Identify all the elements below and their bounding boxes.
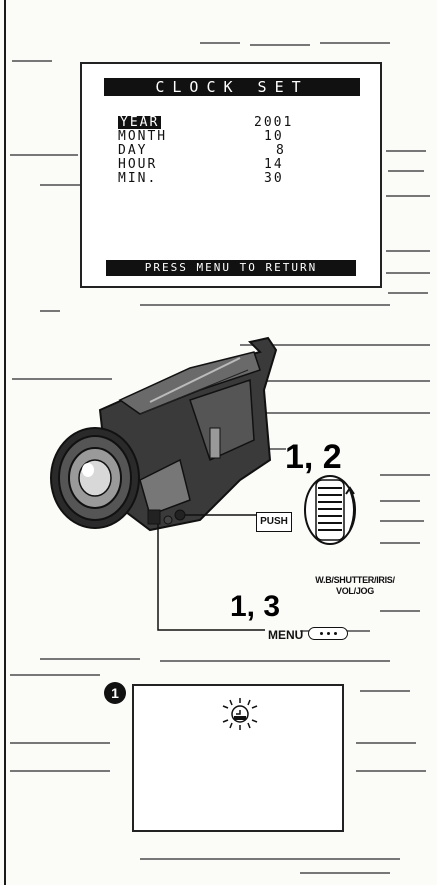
row-value: 30 [264, 171, 284, 186]
row-value: 2001 [254, 115, 294, 130]
row-label: MONTH [118, 129, 168, 144]
menu-label: MENU [268, 628, 304, 642]
camcorder-illustration [50, 336, 356, 631]
row-value: 10 [264, 129, 284, 144]
clock-battery-icon [222, 698, 258, 730]
setting-row-year: YEAR 2001 [118, 115, 291, 130]
row-label: HOUR [118, 157, 158, 172]
row-label: MIN. [118, 171, 158, 186]
dial-caption: W.B/SHUTTER/IRIS/ VOL/JOG [315, 575, 395, 596]
figure-number-badge: 1 [104, 682, 126, 704]
row-label: YEAR [118, 115, 162, 130]
row-value: 8 [276, 143, 286, 158]
row-value: 14 [264, 157, 284, 172]
step-callout-1-2: 1, 2 [285, 438, 342, 476]
screen-footer: PRESS MENU TO RETURN [106, 260, 356, 276]
setting-row-day: DAY 8 [118, 143, 284, 158]
menu-button-icon [308, 627, 348, 640]
left-border [4, 0, 6, 885]
setting-row-hour: HOUR 14 [118, 157, 282, 172]
setting-row-month: MONTH 10 [118, 129, 282, 144]
row-label: DAY [118, 143, 148, 158]
indicator-screen [132, 684, 344, 832]
push-label: PUSH [256, 512, 292, 532]
screen-title: CLOCK SET [104, 78, 360, 96]
clock-set-screen: CLOCK SET YEAR 2001 MONTH 10 DAY 8 HOUR … [80, 62, 382, 288]
step-callout-1-3: 1, 3 [230, 590, 281, 623]
setting-row-min: MIN. 30 [118, 171, 282, 186]
